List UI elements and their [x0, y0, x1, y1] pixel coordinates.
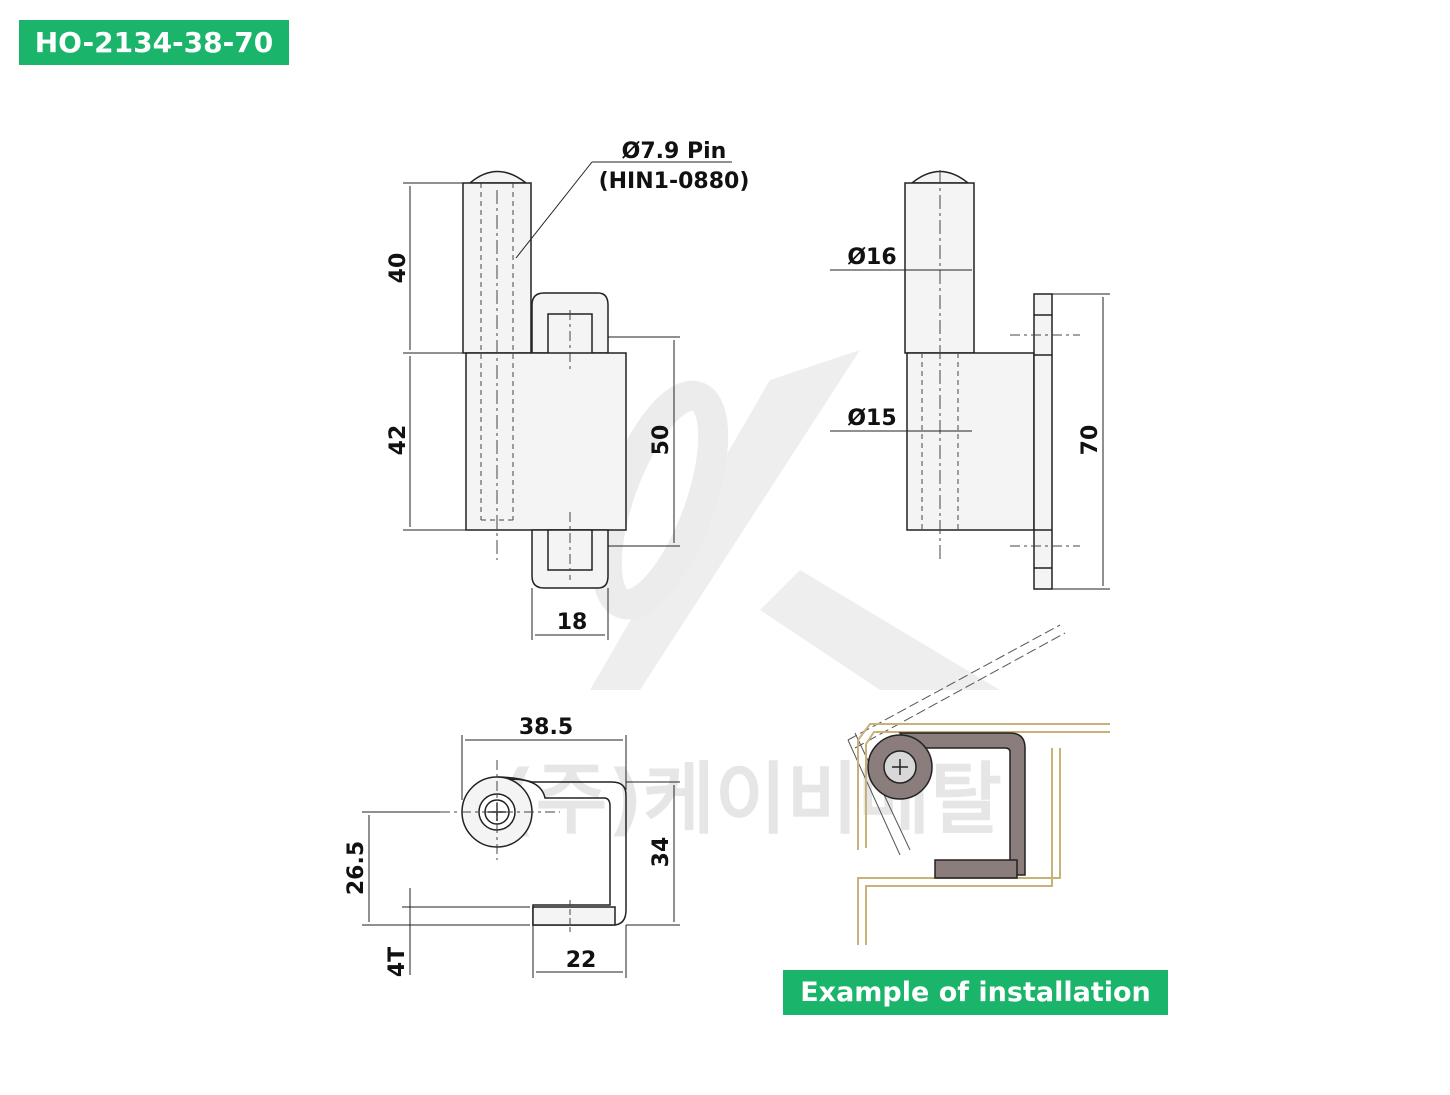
pin-label: Ø7.9 Pin [622, 139, 727, 164]
dim-body-length: 42 [386, 425, 411, 456]
front-view [462, 170, 627, 589]
dim-foot-length: 22 [566, 948, 597, 973]
side-plate [1033, 293, 1053, 590]
dim-body-diameter: Ø15 [847, 406, 896, 431]
dim-pin-length: 40 [386, 253, 411, 284]
part-number-tag: HO-2134-38-70 [19, 20, 289, 65]
dim-top-height: 34 [649, 837, 674, 868]
dim-leaf-height: 50 [649, 425, 674, 456]
dim-leaf-width: 18 [557, 610, 588, 635]
installation-label: Example of installation [783, 970, 1168, 1015]
watermark-logo [590, 350, 1000, 690]
front-body [465, 352, 627, 531]
installation-example [847, 624, 1110, 945]
dim-eye-height: 26.5 [344, 841, 369, 895]
dim-plate-height: 70 [1078, 425, 1103, 456]
side-body [906, 352, 1035, 531]
dim-pin-diameter: Ø16 [847, 245, 896, 270]
pin-part-number: (HIN1-0880) [599, 169, 750, 194]
dim-thickness: 4T [385, 947, 410, 977]
dim-top-width: 38.5 [519, 715, 573, 740]
side-view [904, 170, 1053, 590]
